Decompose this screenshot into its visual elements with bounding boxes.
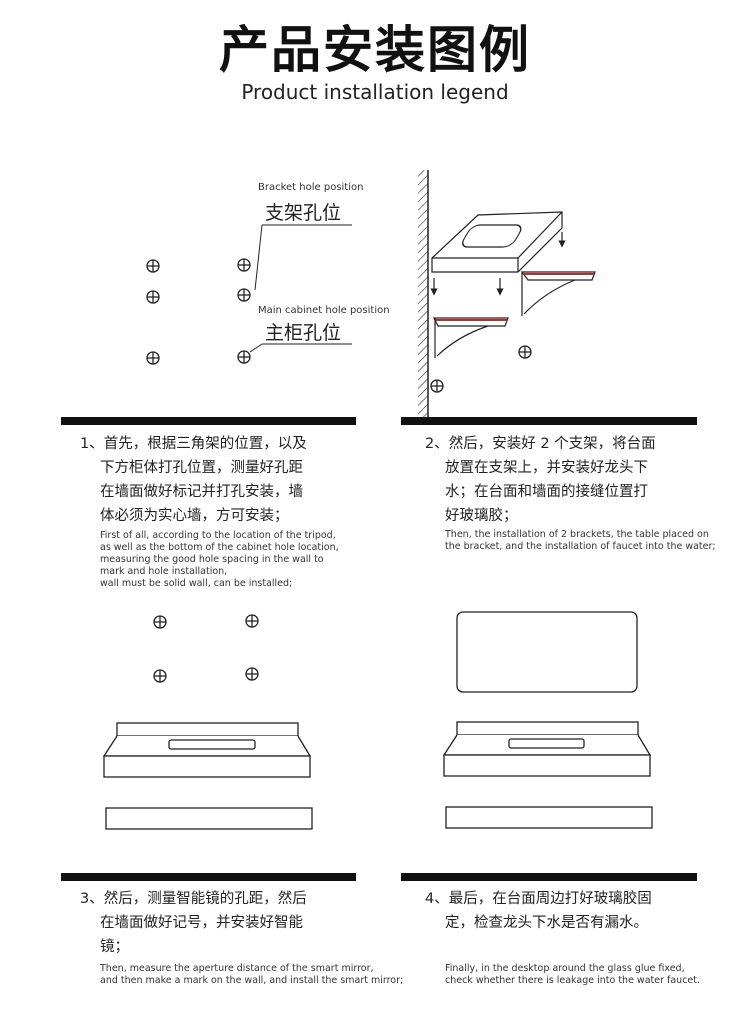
hole-marker-icon [430,379,444,393]
panel1-leader-lines [249,224,352,353]
bracket-hole-label-en: Bracket hole position [258,182,364,193]
panel4-vanity [442,721,653,829]
hole-marker-icon [245,614,259,628]
hole-marker-icon [153,615,167,629]
step-4-text-zh: 4、最后，在台面周边打好玻璃胶固 定，检查龙头下水是否有漏水。 [425,891,652,931]
cabinet-hole-label-en: Main cabinet hole position [258,305,390,316]
step-2-text-zh: 2、然后，安装好 2 个支架，将台面 放置在支架上，并安装好龙头下 水；在台面和… [425,436,656,524]
hole-marker-icon [146,290,160,304]
hole-marker-icon [237,350,251,364]
page-subtitle: Product installation legend [241,80,509,104]
panel3-holes [153,614,259,683]
hole-marker-icon [237,288,251,302]
step-2-text-en: Then, the installation of 2 brackets, th… [445,529,716,552]
panel2-bracket-lower [433,317,509,358]
divider-bar [401,417,697,425]
panel1-holes [146,258,251,365]
step-1-text-zh: 1、首先，根据三角架的位置，以及 下方柜体打孔位置，测量好孔距 在墙面做好标记并… [80,436,307,524]
step-4-text-en: Finally, in the desktop around the glass… [445,963,701,986]
hole-marker-icon [146,259,160,273]
cabinet-hole-label-zh: 主柜孔位 [265,322,342,344]
divider-bar [61,417,356,425]
step-3-text-en: Then, measure the aperture distance of t… [100,963,404,986]
panel2-vanity-top [430,211,566,296]
hole-marker-icon [518,345,532,359]
bracket-hole-label-zh: 支架孔位 [265,202,342,224]
step-1-text-en: First of all, according to the location … [100,530,339,589]
step-3-text-zh: 3、然后，测量智能镜的孔距，然后 在墙面做好记号，并安装好智能 镜； [80,891,307,955]
hole-marker-icon [153,669,167,683]
panel3-vanity [102,722,313,830]
hole-marker-icon [245,667,259,681]
panel4-mirror [456,611,638,693]
page-title: 产品安装图例 [219,21,531,79]
panel2-bracket-upper [520,271,596,316]
hole-marker-icon [146,351,160,365]
hole-marker-icon [237,258,251,272]
divider-bar [401,873,697,881]
panel2-wall [418,170,429,420]
divider-bar [61,873,356,881]
